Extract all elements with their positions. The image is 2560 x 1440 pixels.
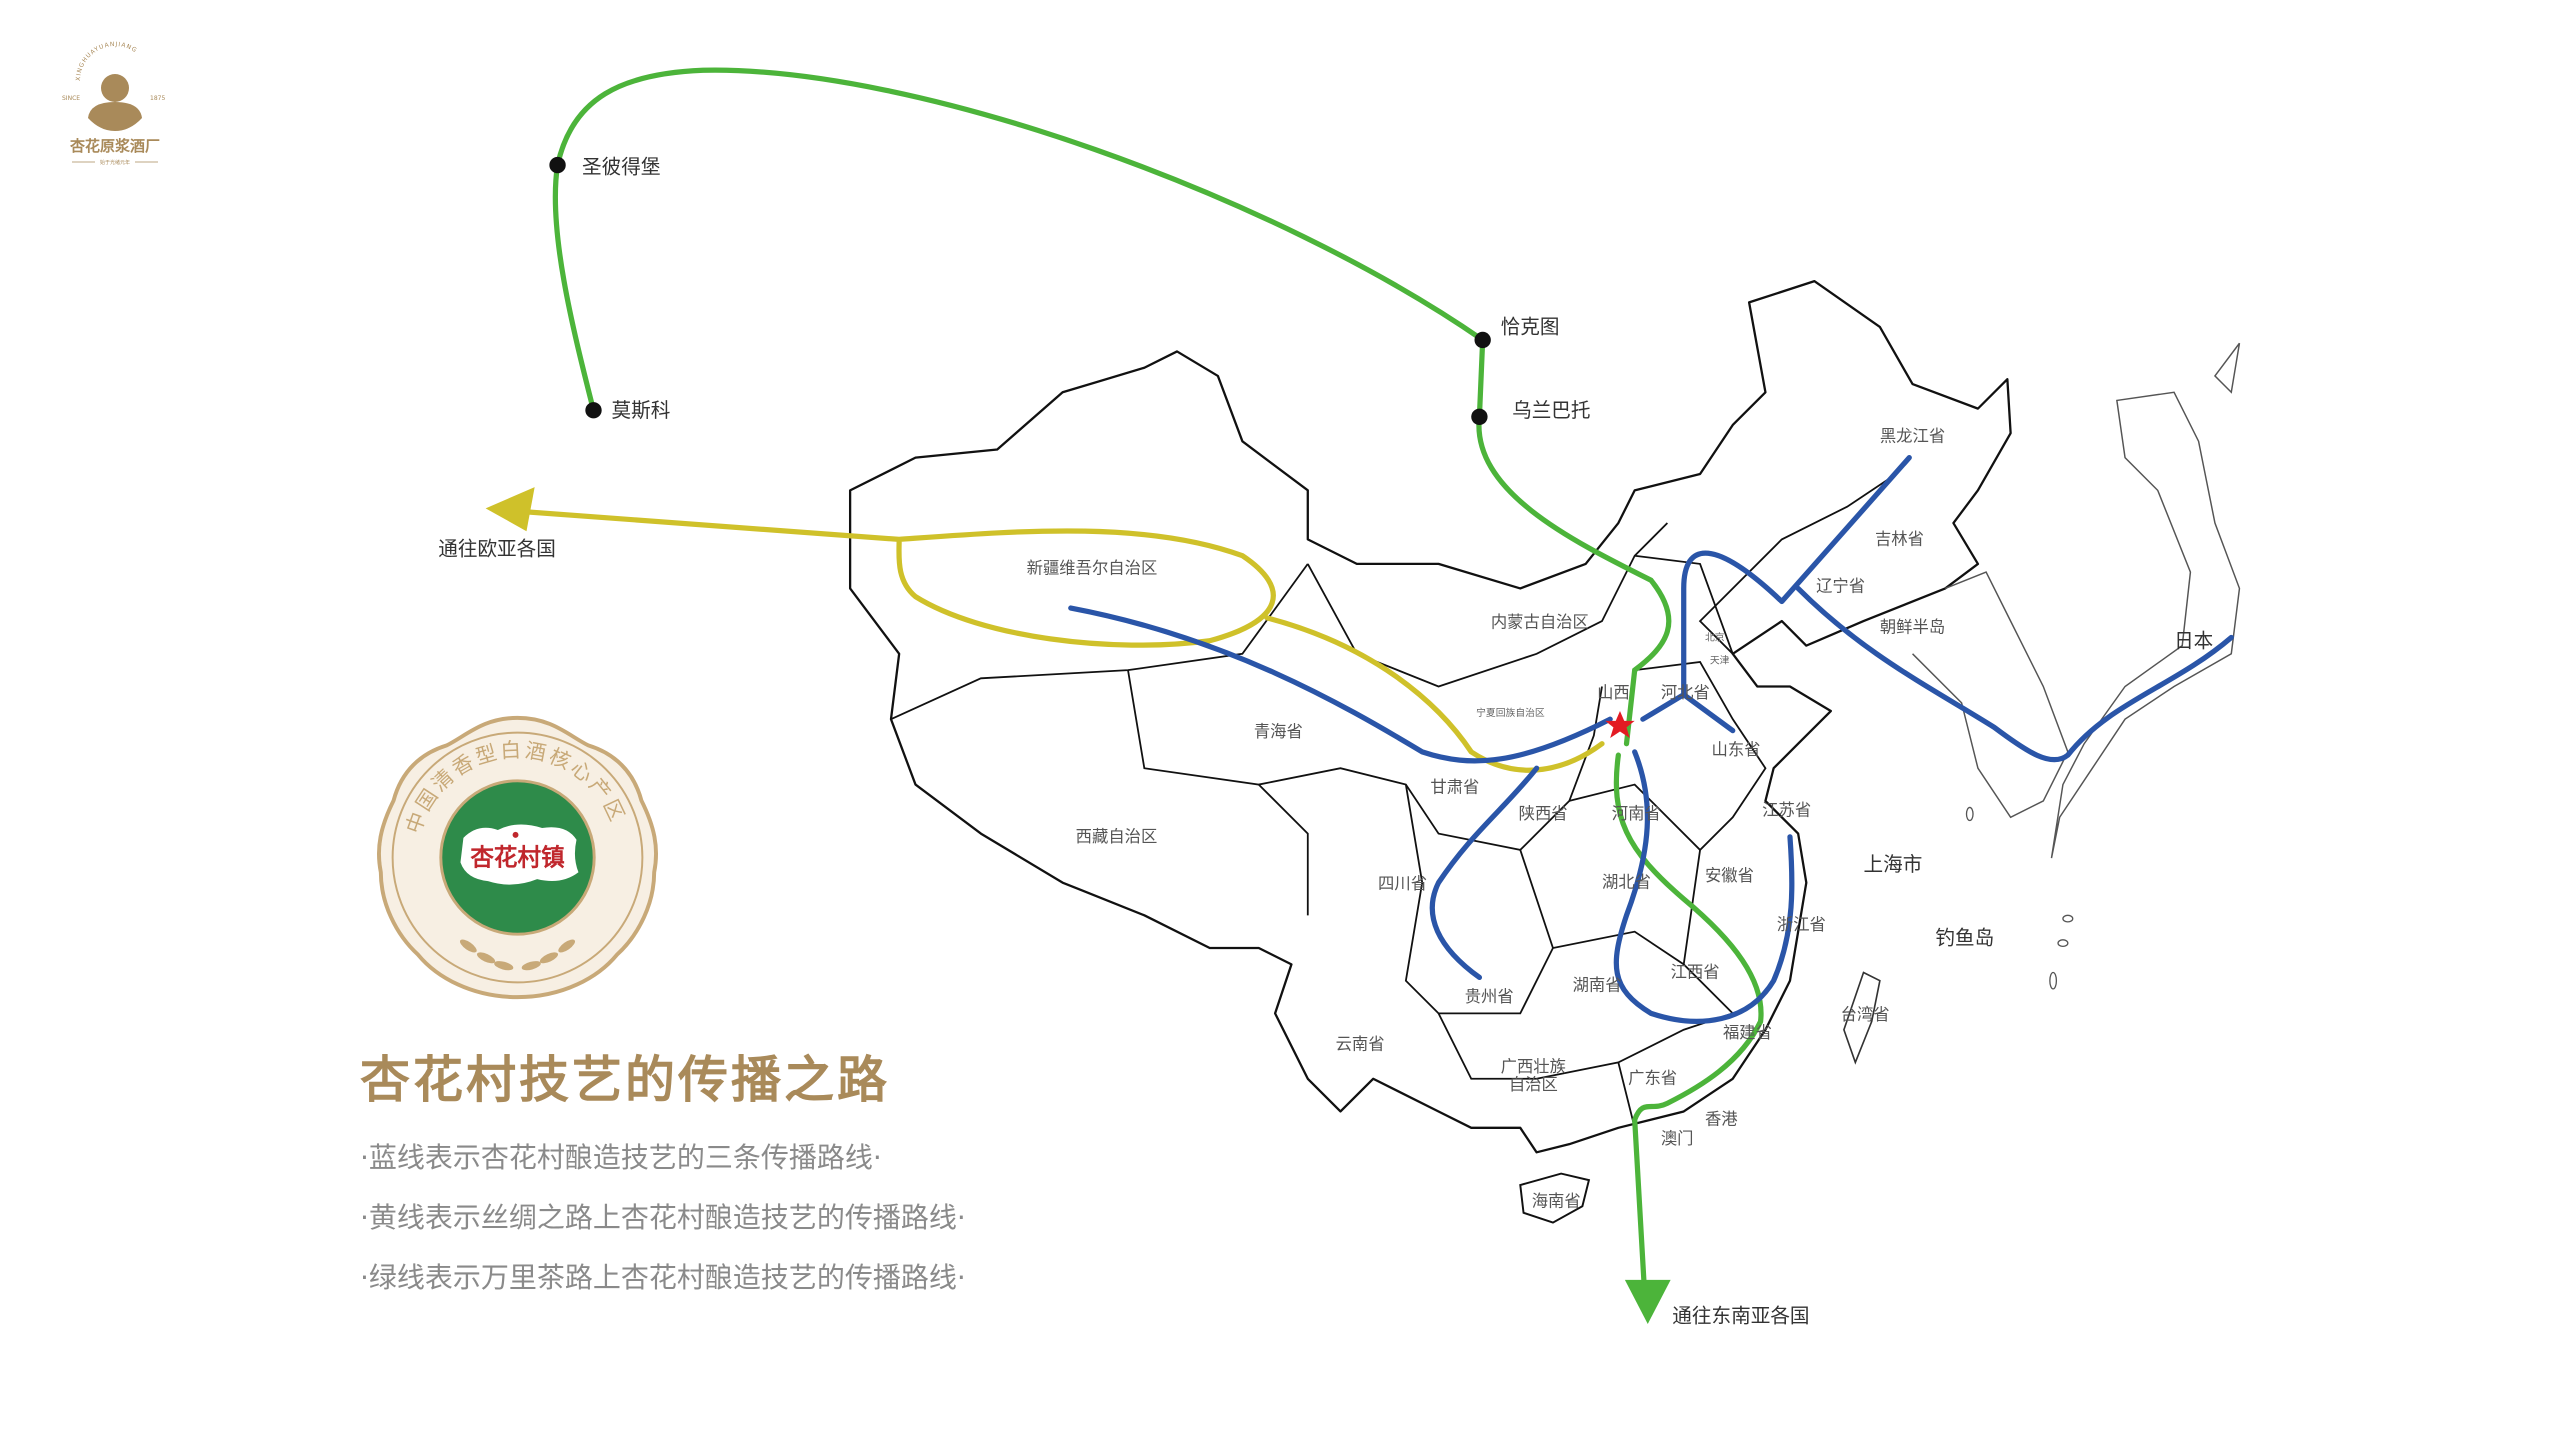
region-label: 湖南省 [1573,976,1622,995]
location-dot-icon [512,831,519,838]
blue-route-west [1068,605,1613,764]
brand-logo: XINGHUAYUANJIANG SINCE 1875 杏花原浆酒厂 始于光绪元… [62,41,165,166]
blue-route-south [1613,749,1795,1024]
region-labels: 新疆维吾尔自治区 内蒙古自治区 黑龙江省 吉林省 辽宁省 朝鲜半岛 日本 北京 … [1027,426,2214,1210]
seal-inner-ring [391,731,644,984]
city-dot-moscow [585,402,602,419]
logo-brand: 杏花原浆酒厂 [69,137,160,155]
region-label: 广西壮族 [1501,1057,1566,1076]
city-label: 圣彼得堡 [582,155,660,178]
region-label: 云南省 [1336,1034,1385,1053]
blue-route-southwest [1429,765,1540,981]
region-label: 甘肃省 [1430,778,1479,797]
region-label: 江西省 [1671,962,1720,981]
city-dot-ulaanbaatar [1471,408,1488,425]
korea-outline [1912,571,2069,819]
legend-green-line: ·绿线表示万里茶路上杏花村酿造技艺的传播路线· [360,1261,966,1294]
taiwan-outline [1843,971,1881,1065]
logo-since: SINCE [62,95,80,102]
region-label: 福建省 [1723,1023,1772,1042]
xinghua-village-star-icon [1605,711,1635,738]
china-outline [848,279,2012,1154]
region-label: 安徽省 [1705,866,1754,885]
region-label: 澳门 [1661,1129,1694,1148]
shanxi-silhouette-icon [460,824,579,885]
portrait-body-icon [88,102,142,131]
region-label: 香港 [1705,1110,1738,1129]
region-label: 河南省 [1612,804,1661,823]
destination-label: 通往欧亚各国 [438,538,556,561]
region-label: 海南省 [1532,1191,1581,1210]
region-label: 北京 [1705,631,1725,644]
green-tea-road-south [1613,752,1764,1294]
region-label: 内蒙古自治区 [1491,613,1589,632]
region-label: 四川省 [1378,874,1427,893]
region-label: 天津 [1710,655,1730,667]
region-label: 青海省 [1254,722,1303,741]
yellow-silk-road-route [520,508,1605,773]
portrait-head-icon [101,74,129,102]
region-label: 钓鱼岛 [1935,927,1994,950]
city-label: 莫斯科 [611,399,670,422]
region-label: 朝鲜半岛 [1880,618,1945,637]
logo-year: 1875 [150,95,165,102]
region-label: 吉林省 [1875,529,1924,548]
seal-center-text: 杏花村镇 [470,843,565,871]
region-label: 湖北省 [1602,873,1651,892]
region-label: 山西 [1597,683,1630,702]
region-label: 上海市 [1864,853,1923,876]
page-title: 杏花村技艺的传播之路 [360,1050,890,1109]
city-dot-st-petersburg [549,156,566,174]
destination-label: 通往东南亚各国 [1672,1304,1809,1327]
region-label: 江苏省 [1762,801,1811,820]
region-label: 西藏自治区 [1076,827,1158,846]
region-label: 浙江省 [1777,915,1826,934]
region-label: 台湾省 [1841,1005,1890,1024]
hainan-outline [1519,1172,1591,1224]
city-label: 恰克图 [1501,315,1560,338]
region-label: 自治区 [1509,1075,1558,1094]
wheat-wreath-icon [459,939,576,971]
logo-tagline: 始于光绪元年 [100,159,130,166]
blue-routes [1068,455,2234,1024]
city-dot-kyakhta [1474,331,1491,349]
southeast-asia-arrow-icon [1624,1279,1671,1324]
logo-arc-text: XINGHUAYUANJIANG [75,41,138,81]
region-label: 宁夏回族自治区 [1476,706,1545,719]
legend-blue-line: ·蓝线表示杏花村酿造技艺的三条传播路线· [360,1141,882,1174]
blue-route-northeast [1640,455,2234,763]
region-label: 日本 [2174,629,2213,652]
region-label: 河北省 [1661,683,1710,702]
svg-text:XINGHUAYUANJIANG: XINGHUAYUANJIANG [75,41,139,81]
region-label: 陕西省 [1519,804,1568,823]
region-label: 新疆维吾尔自治区 [1027,559,1158,578]
eurasia-arrow-icon [485,487,535,532]
core-region-seal: 杏花村镇 中国清香型白酒核心产区 [377,715,658,1000]
region-label: 广东省 [1628,1069,1677,1088]
city-label: 乌兰巴托 [1512,399,1590,422]
region-label: 黑龙江省 [1880,426,1945,445]
diaoyu-islands [1965,806,2074,990]
region-label: 山东省 [1712,740,1761,759]
japan-outline [2050,342,2241,859]
region-label: 辽宁省 [1816,577,1865,596]
region-label: 贵州省 [1465,987,1514,1006]
legend-yellow-line: ·黄线表示丝绸之路上杏花村酿造技艺的传播路线· [360,1201,966,1234]
